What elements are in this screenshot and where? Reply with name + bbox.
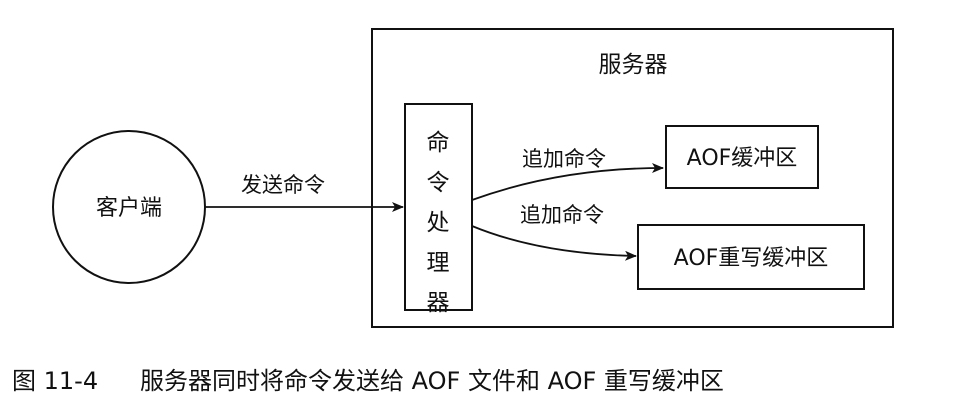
command-processor-char: 器: [427, 290, 450, 316]
figure-number: 图 11-4: [12, 367, 98, 395]
append-arrow-aof-buffer: [471, 163, 664, 201]
command-processor-char: 理: [427, 250, 450, 276]
client-label: 客户端: [96, 196, 162, 221]
command-processor-box: [404, 103, 473, 311]
command-processor-char: 处: [427, 210, 450, 236]
aof-rewrite-buffer-box: [637, 224, 865, 290]
aof-rewrite-buffer-label: AOF重写缓冲区: [674, 246, 829, 271]
append-arrow-aof-rewrite-buffer: [471, 225, 637, 261]
server-box: [371, 28, 894, 328]
command-processor-char: 命: [427, 130, 450, 156]
send-command-label: 发送命令: [241, 173, 325, 197]
aof-buffer-label: AOF缓冲区: [687, 146, 798, 171]
command-processor-char: 令: [427, 170, 450, 196]
append-command-label-1: 追加命令: [522, 147, 606, 171]
aof-buffer-box: [665, 125, 819, 189]
command-processor-label: 命令处理器: [427, 130, 450, 316]
append-command-label-2: 追加命令: [520, 203, 604, 227]
figure-caption: 服务器同时将命令发送给 AOF 文件和 AOF 重写缓冲区: [140, 367, 724, 395]
server-label: 服务器: [599, 52, 668, 78]
